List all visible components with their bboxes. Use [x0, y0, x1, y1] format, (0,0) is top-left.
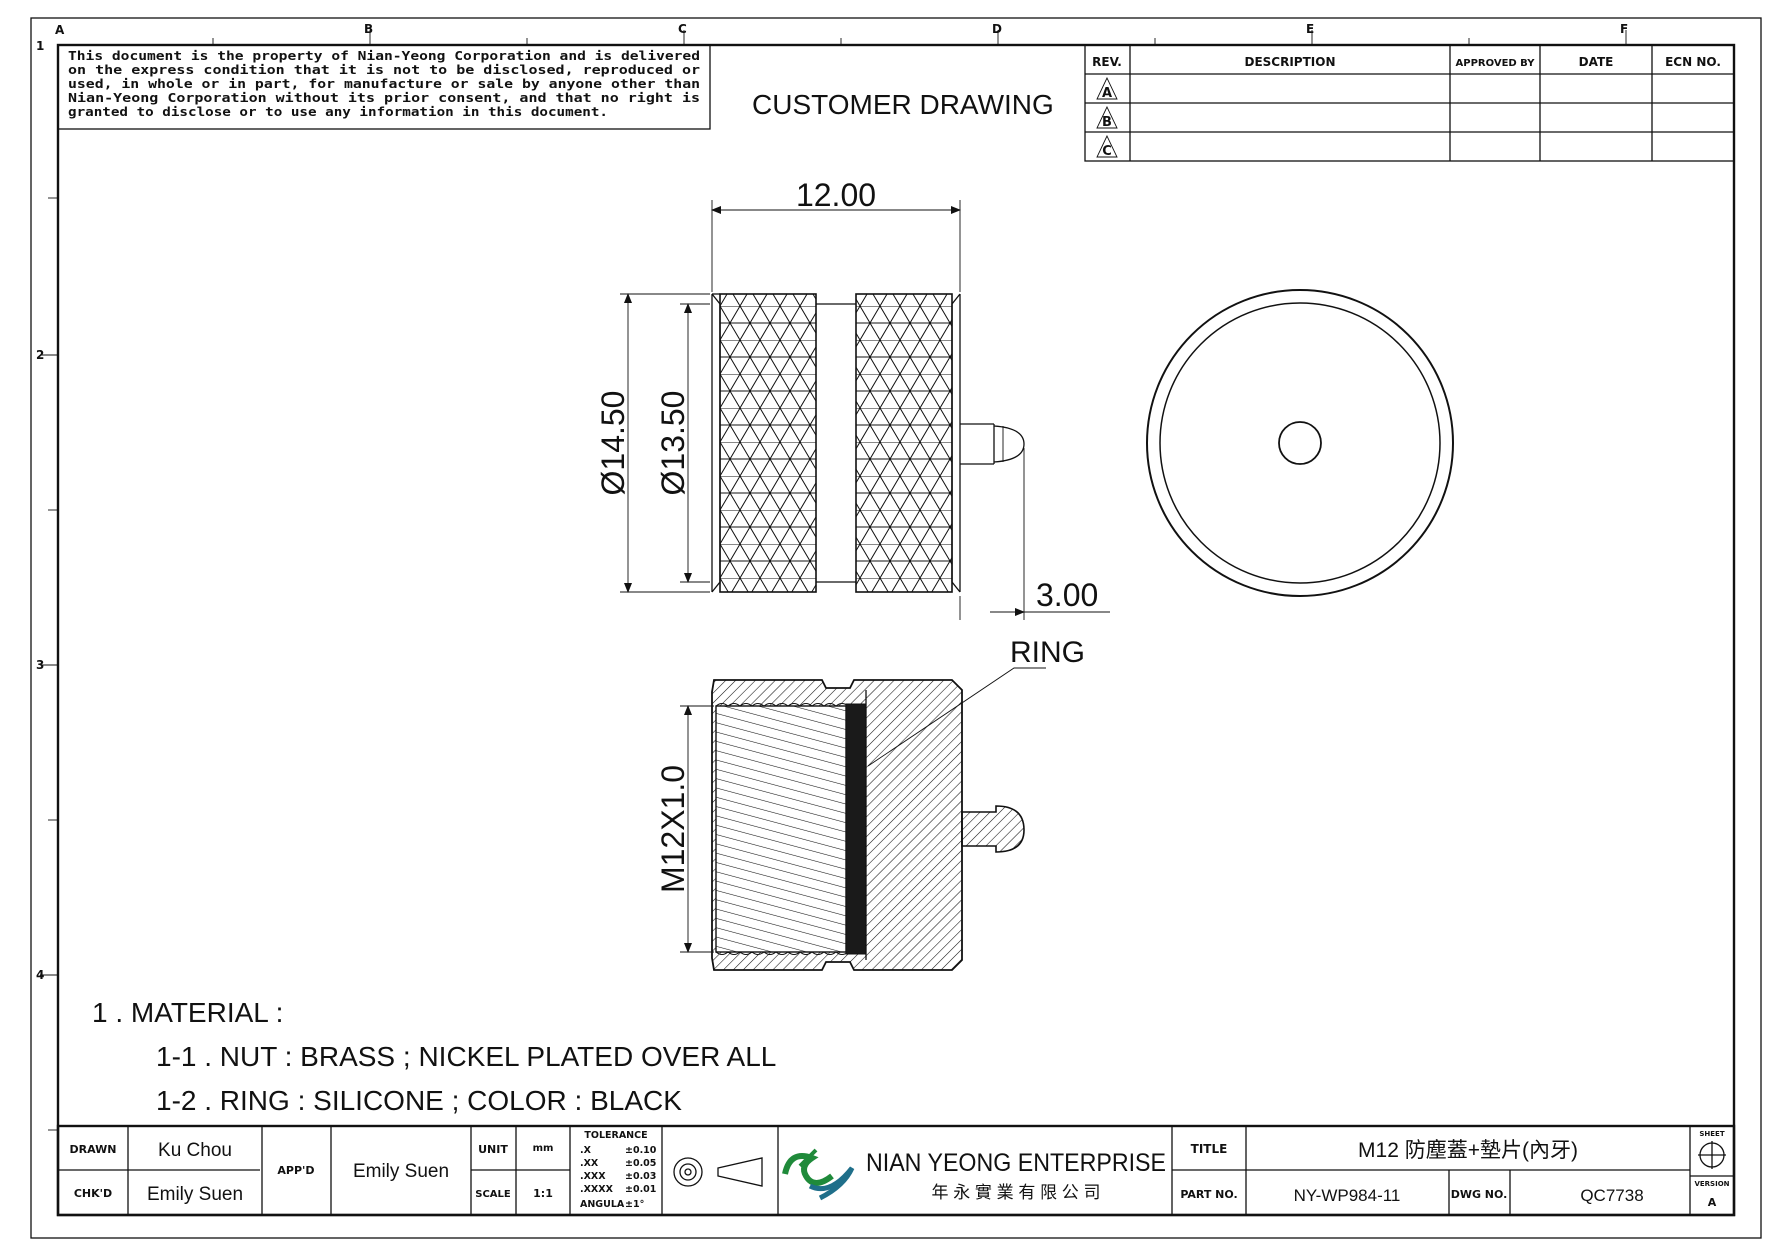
dwg-no-value: QC7738: [1580, 1186, 1643, 1205]
rev-a-label: A: [1102, 86, 1112, 101]
notice-line: This document is the property of Nian-Ye…: [68, 48, 700, 63]
col-letter: A: [55, 23, 65, 37]
material-notes: 1 . MATERIAL : 1-1 . NUT : BRASS ; NICKE…: [92, 997, 776, 1116]
tol-key: ANGULA: [580, 1199, 625, 1210]
sheet-symbol-icon: [1698, 1141, 1726, 1169]
note-nut: 1-1 . NUT : BRASS ; NICKEL PLATED OVER A…: [156, 1041, 776, 1072]
col-letter: B: [364, 22, 373, 36]
row-number: 4: [36, 968, 44, 982]
notice-box: [57, 44, 711, 130]
title-value: M12 防塵蓋+墊片(內牙): [1358, 1139, 1578, 1162]
date-header: DATE: [1579, 55, 1614, 69]
version-value: A: [1708, 1196, 1717, 1209]
title-block: DRAWN CHK'D APP'D UNIT SCALE mm 1:1 Ku C…: [56, 1124, 1736, 1217]
dimensions: 12.00 Ø14.50 Ø13.50 3.00: [595, 177, 1110, 620]
tol-value: ±1°: [625, 1199, 644, 1210]
unit-label: UNIT: [478, 1143, 508, 1156]
part-no-label: PART NO.: [1180, 1188, 1237, 1201]
inner-frame: [56, 43, 1736, 1217]
rev-b-label: B: [1102, 115, 1112, 130]
tolerance-label: TOLERANCE: [584, 1130, 647, 1141]
unit-value: mm: [533, 1143, 554, 1154]
notice-line: used, in whole or in part, for manufactu…: [68, 76, 700, 91]
company-logo-icon: [782, 1148, 855, 1201]
row-number: 1: [36, 39, 44, 53]
row-number: 2: [36, 348, 44, 362]
part-no-value: NY-WP984-11: [1294, 1186, 1401, 1205]
checked-label: CHK'D: [74, 1187, 112, 1200]
projection-symbol-icon: [673, 1157, 763, 1187]
approved-value: Emily Suen: [353, 1161, 449, 1182]
notice-line: on the express condition that it is not …: [68, 62, 701, 77]
rev-c-label: C: [1102, 144, 1112, 159]
drawn-label: DRAWN: [70, 1143, 117, 1156]
revision-table: REV. DESCRIPTION APPROVED BY DATE ECN NO…: [1084, 44, 1735, 162]
zone-ticks: [40, 30, 1627, 1131]
scale-value: 1:1: [533, 1187, 553, 1200]
note-ring: 1-2 . RING : SILICONE ; COLOR : BLACK: [156, 1085, 682, 1116]
scale-label: SCALE: [475, 1189, 511, 1200]
col-letter: C: [678, 22, 687, 36]
notice-line: granted to disclose or to use any inform…: [68, 104, 608, 119]
col-letter: F: [1620, 22, 1628, 36]
row-number: 3: [36, 658, 44, 672]
approved-label: APP'D: [277, 1164, 314, 1177]
tol-value: ±0.10: [625, 1145, 657, 1156]
tol-value: ±0.03: [625, 1171, 656, 1182]
col-letter: E: [1306, 22, 1314, 36]
notice-text: This document is the property of Nian-Ye…: [68, 48, 701, 119]
dwg-no-label: DWG NO.: [1451, 1188, 1508, 1201]
section-view: RING M12X1.0: [655, 636, 1085, 971]
front-view: [711, 293, 1025, 593]
tol-key: .XXX: [580, 1171, 606, 1182]
tol-key: .X: [580, 1145, 592, 1156]
tol-key: .XX: [580, 1158, 599, 1169]
checked-value: Emily Suen: [147, 1184, 243, 1205]
tol-value: ±0.01: [625, 1184, 656, 1195]
tol-value: ±0.05: [625, 1158, 656, 1169]
description-header: DESCRIPTION: [1244, 55, 1335, 69]
tol-key: .XXXX: [580, 1184, 614, 1195]
thread-dimension: M12X1.0: [655, 765, 691, 893]
col-letter: D: [992, 22, 1002, 36]
notice-line: Nian-Yeong Corporation without its prior…: [68, 90, 700, 105]
ring-label: RING: [1010, 636, 1085, 669]
length-dimension: 12.00: [796, 177, 876, 213]
outer-frame: [30, 17, 1762, 1239]
title-label: TITLE: [1191, 1142, 1228, 1156]
drawing-heading: CUSTOMER DRAWING: [752, 89, 1054, 120]
sheet-label: SHEET: [1699, 1130, 1724, 1138]
company-name-en: NIAN YEONG ENTERPRISE: [866, 1149, 1166, 1177]
inner-diameter-dimension: Ø13.50: [655, 391, 691, 496]
pin-length-dimension: 3.00: [1036, 577, 1098, 613]
side-view: [1146, 289, 1454, 597]
ecn-header: ECN NO.: [1665, 55, 1721, 69]
company-name-zh: 年 永 實 業 有 限 公 司: [931, 1183, 1100, 1202]
note-material: 1 . MATERIAL :: [92, 997, 283, 1028]
approved-by-header: APPROVED BY: [1456, 58, 1536, 69]
drawn-value: Ku Chou: [158, 1140, 232, 1161]
rev-header: REV.: [1092, 55, 1122, 69]
outer-diameter-dimension: Ø14.50: [595, 391, 631, 496]
version-label: VERSION: [1694, 1180, 1729, 1188]
